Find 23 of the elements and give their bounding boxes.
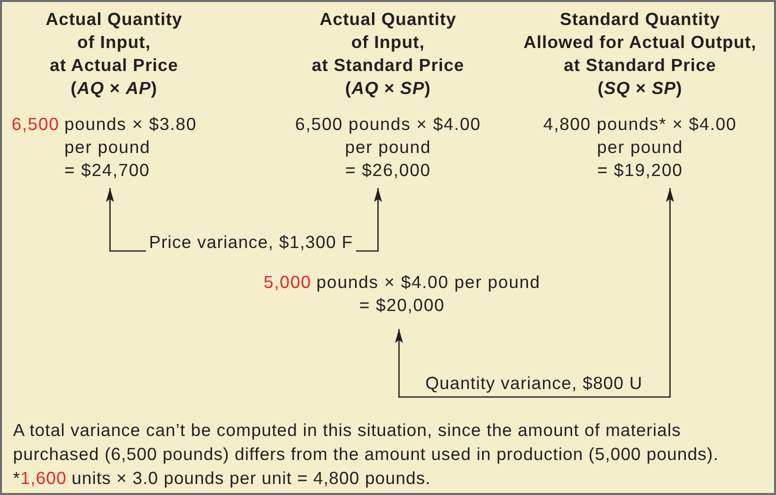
formula-text: (AQ × SP) <box>345 77 431 100</box>
note-text: A total variance can’t be computed in this situation, since the amount of materials purchased (6,500 pounds) differs from the amount used in production (5,000 pounds). <box>13 419 720 466</box>
column-heading: Standard Quantity <box>560 8 720 31</box>
calculation-text: 6,500 pounds × $4.00 per pound <box>294 113 482 159</box>
column-heading: at Actual Price <box>50 54 178 77</box>
footnote-mark: * <box>13 467 20 490</box>
calculation-text: 4,800 pounds* × $4.00 per pound <box>542 113 738 159</box>
quantity-value: 6,500 <box>12 113 60 136</box>
total-amount: = $20,000 <box>359 294 445 317</box>
calculation-text: pounds × $4.00 per pound <box>316 271 540 294</box>
bracket-arrow <box>395 188 674 398</box>
footnote-text: units × 3.0 pounds per unit = 4,800 pounds. <box>72 467 431 490</box>
formula-text: (SQ × SP) <box>598 77 682 100</box>
total-amount: = $24,700 <box>64 159 150 182</box>
total-amount: = $26,000 <box>345 159 431 182</box>
column-heading: Allowed for Actual Output, <box>523 31 757 54</box>
column-heading: at Standard Price <box>564 54 716 77</box>
formula-text: (AQ × AP) <box>70 77 158 100</box>
calculation-text: pounds × $3.80 per pound <box>64 113 198 159</box>
total-amount: = $19,200 <box>597 159 683 182</box>
quantity-value: 5,000 <box>264 271 312 294</box>
quantity-value: 1,600 <box>20 467 67 490</box>
column-heading: at Standard Price <box>312 54 464 77</box>
